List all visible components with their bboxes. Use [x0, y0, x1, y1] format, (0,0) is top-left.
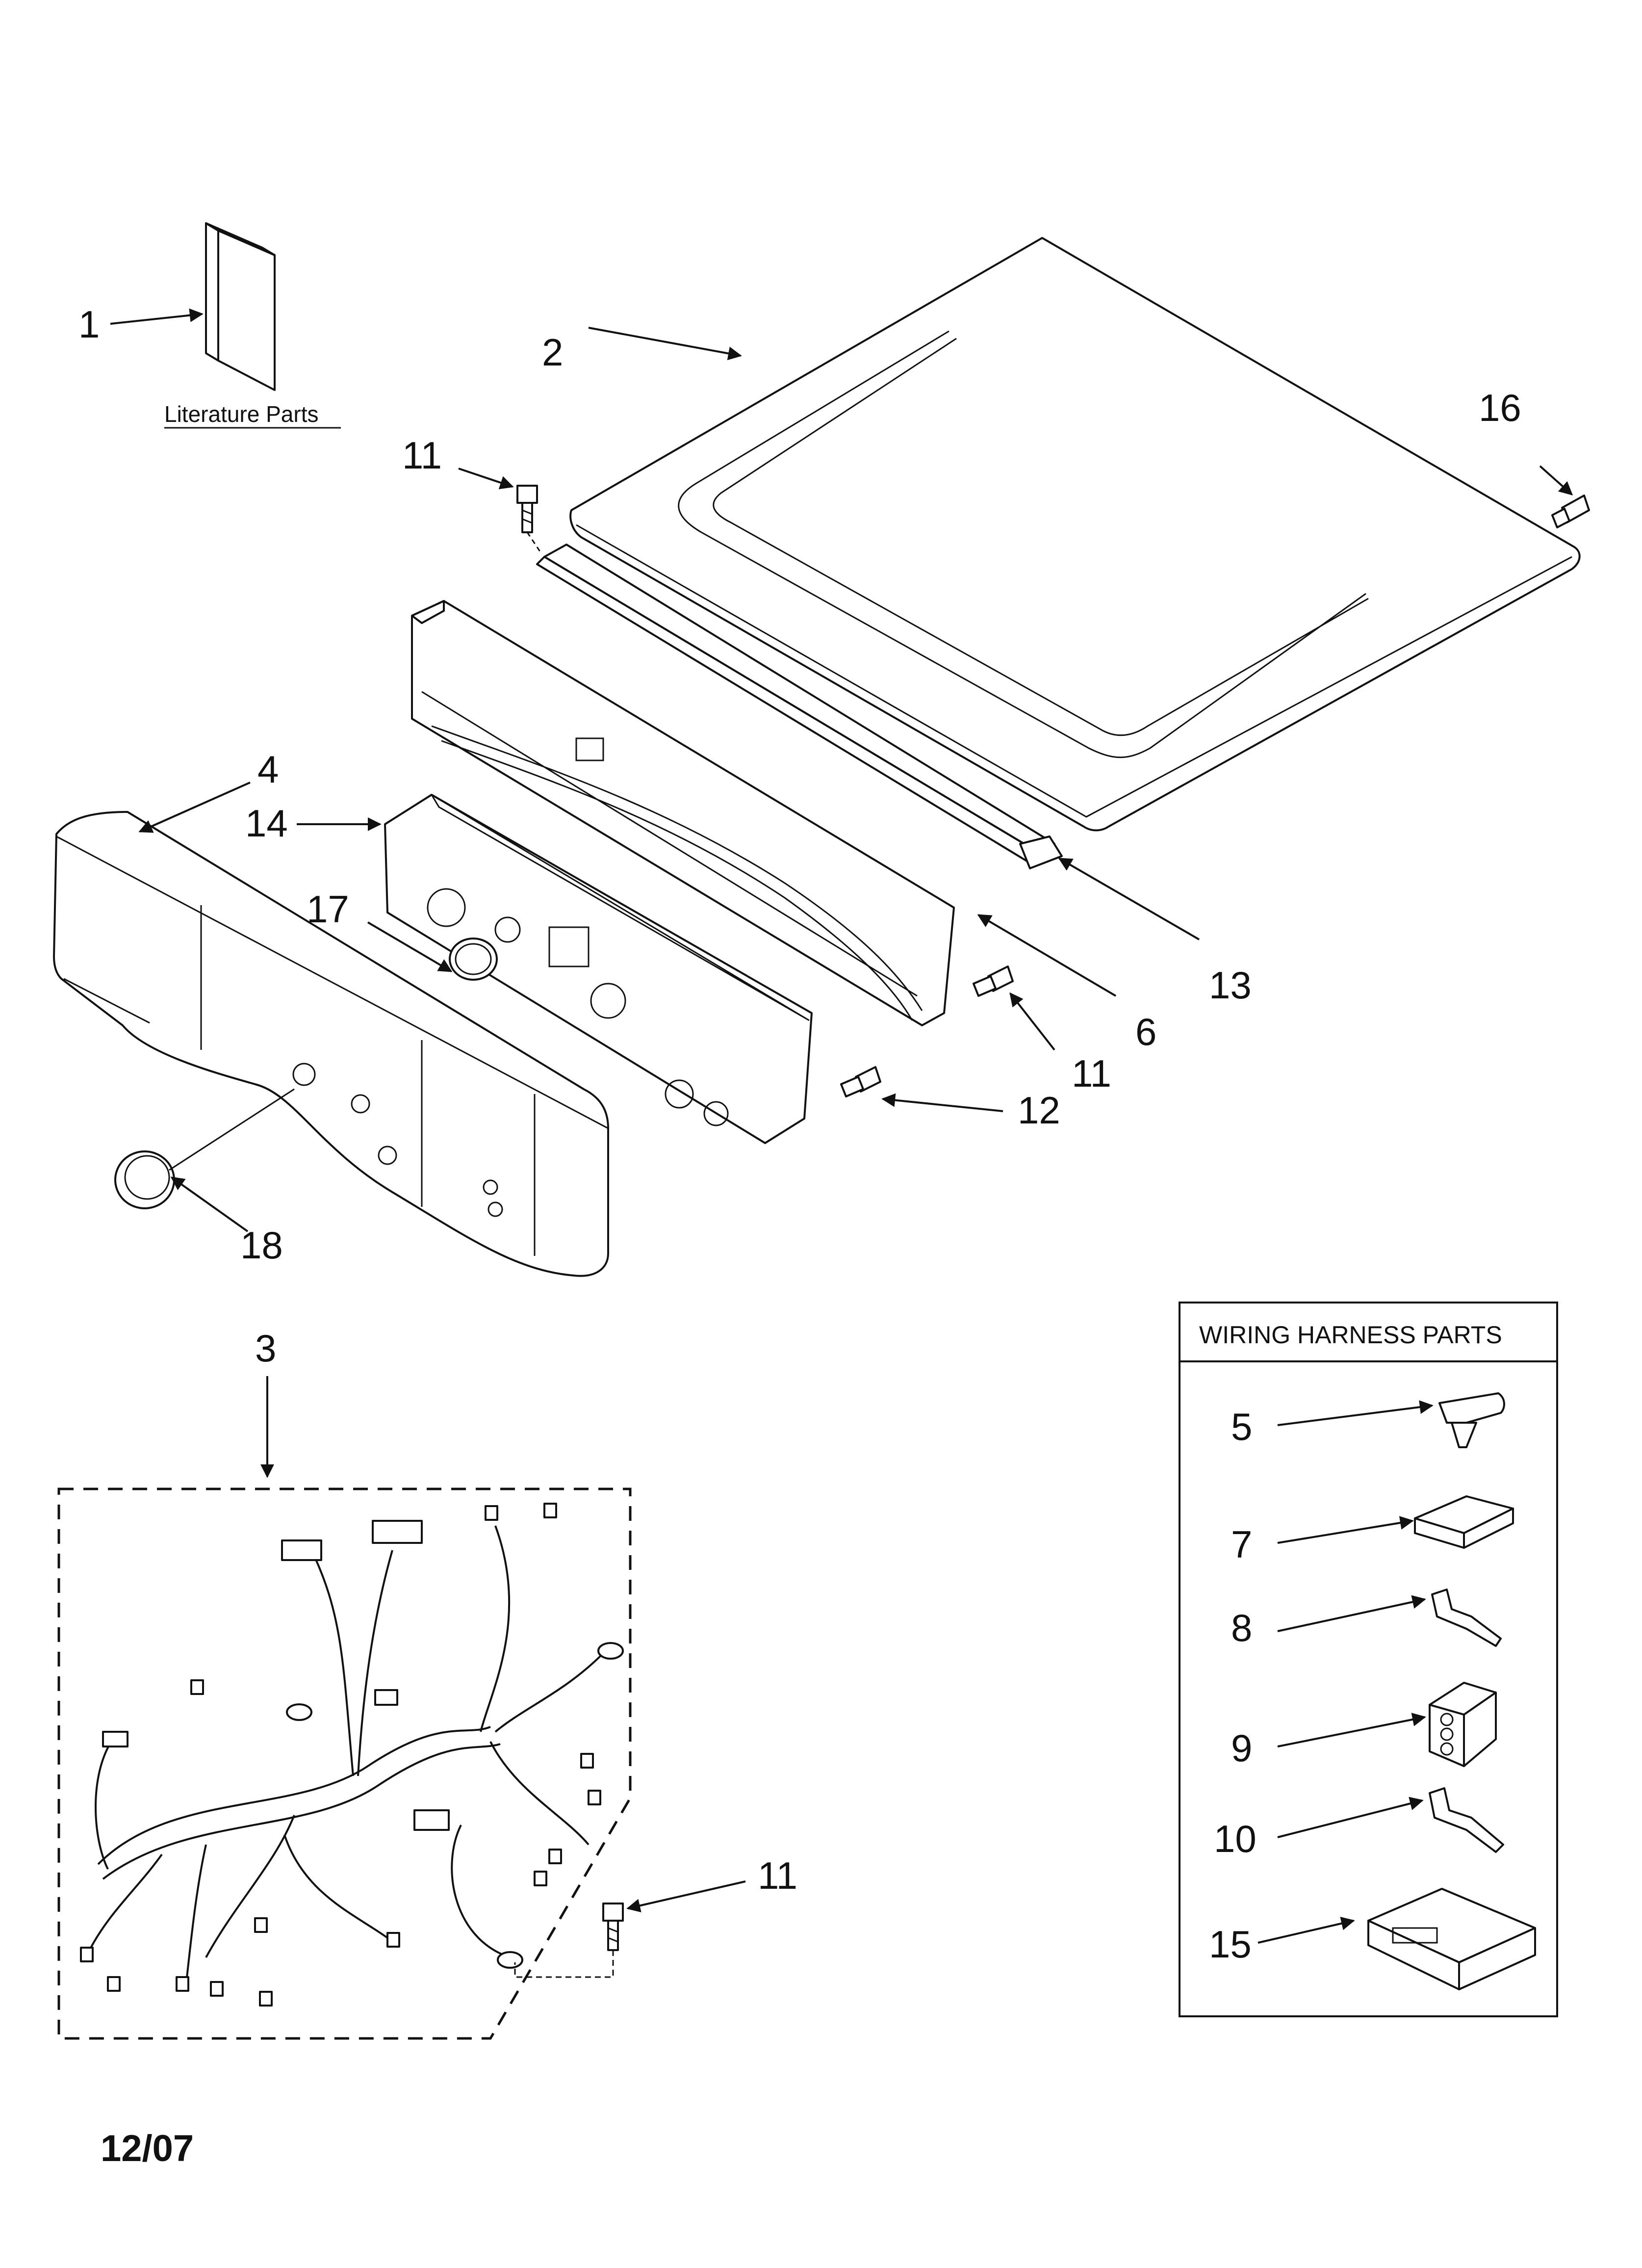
terminal-8	[1431, 1589, 1502, 1647]
leader-11-top	[458, 468, 514, 490]
literature-booklet	[205, 222, 276, 391]
screw-11-top	[516, 485, 538, 533]
console-bracket	[411, 600, 955, 1026]
connector-7	[1414, 1495, 1514, 1549]
harness-dashed-boundary	[57, 1487, 632, 2040]
date-code: 12/07	[101, 2128, 194, 2169]
callout-5: 5	[1231, 1405, 1252, 1448]
literature-label: Literature Parts	[164, 401, 318, 427]
leader-7	[1277, 1516, 1414, 1544]
wiring-harness	[80, 1503, 624, 2007]
wiring-harness-parts-box: WIRING HARNESS PARTS	[1179, 1302, 1558, 2017]
leader-8	[1277, 1595, 1426, 1632]
leader-11-mid	[1009, 992, 1055, 1051]
leader-5	[1277, 1400, 1434, 1426]
callout-12: 12	[1018, 1089, 1060, 1132]
screw-11-bottom	[602, 1903, 624, 1951]
callout-13: 13	[1209, 964, 1252, 1007]
screw-11-mid	[973, 965, 1014, 997]
callout-15: 15	[1209, 1923, 1252, 1966]
screw-11-bottom-axis	[514, 1950, 614, 1978]
leader-1	[110, 308, 204, 325]
top-panel	[569, 237, 1581, 832]
callout-4: 4	[257, 748, 279, 791]
bracket-rail	[536, 544, 1063, 869]
callout-11-top: 11	[402, 434, 442, 477]
control-board	[384, 794, 813, 1144]
leader-12	[881, 1093, 1003, 1112]
wiring-box-title: WIRING HARNESS PARTS	[1199, 1321, 1502, 1349]
leader-11-bottom	[626, 1880, 746, 1913]
knob-18-axis	[169, 1088, 295, 1171]
leader-13	[1058, 858, 1200, 940]
console-panel	[53, 811, 609, 1277]
callout-9: 9	[1231, 1726, 1252, 1770]
callout-16: 16	[1479, 386, 1521, 429]
connector-15	[1367, 1888, 1536, 1990]
leader-4	[138, 782, 251, 833]
leader-6	[977, 914, 1117, 997]
terminal-10	[1429, 1787, 1504, 1853]
callout-10: 10	[1214, 1817, 1257, 1860]
screw-12	[840, 1066, 881, 1097]
leader-15	[1257, 1917, 1355, 1944]
knob-ring	[449, 938, 498, 981]
connector-9	[1429, 1682, 1497, 1767]
screw-11-top-axis	[526, 532, 543, 555]
knob	[114, 1150, 175, 1209]
leader-9	[1277, 1713, 1426, 1747]
callout-8: 8	[1231, 1606, 1252, 1649]
callout-2: 2	[542, 331, 563, 374]
callout-7: 7	[1231, 1523, 1252, 1566]
leader-2	[588, 327, 742, 361]
leader-17	[367, 921, 453, 972]
leader-18	[170, 1176, 249, 1232]
callout-17: 17	[307, 887, 349, 931]
harness-clip-5	[1438, 1392, 1505, 1448]
callout-3: 3	[255, 1327, 276, 1370]
callout-1: 1	[78, 303, 100, 346]
leader-10	[1277, 1797, 1424, 1838]
callout-18: 18	[240, 1224, 283, 1267]
callout-14: 14	[245, 802, 288, 845]
callout-11-mid: 11	[1072, 1052, 1111, 1095]
callout-11-bottom: 11	[758, 1854, 797, 1897]
screw-16	[1551, 495, 1590, 528]
leader-16	[1539, 465, 1573, 495]
callout-6: 6	[1135, 1010, 1156, 1053]
